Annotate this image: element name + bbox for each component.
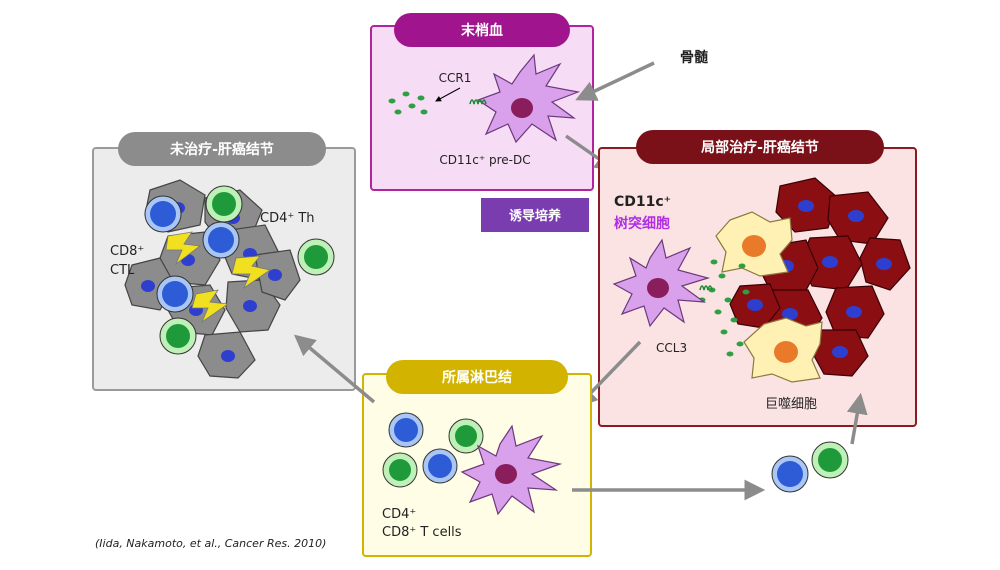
ccr1-arrow bbox=[435, 87, 461, 102]
ccr1-label: CCR1 bbox=[439, 71, 472, 85]
induction-box: 诱导培养 bbox=[481, 198, 589, 232]
dendritic-cell bbox=[612, 238, 713, 328]
cd8-label-line1: CD8⁺ bbox=[110, 244, 144, 259]
lightning-icon bbox=[165, 231, 271, 324]
pre-dc-cell bbox=[469, 53, 581, 144]
t-cells-blue bbox=[144, 195, 240, 313]
local-treatment-panel: 局部治疗-肝癌结节 CD11c⁺ 树突细胞 bbox=[598, 130, 917, 427]
lymph-panel-title: 所属淋巴结 bbox=[442, 369, 512, 386]
chemokine-dots bbox=[388, 91, 428, 115]
local-panel-title: 局部治疗-肝癌结节 bbox=[701, 139, 819, 156]
macrophage-label: 巨噬细胞 bbox=[765, 397, 817, 412]
tcells-to-local-arrow bbox=[846, 392, 868, 445]
cd4-label: CD4⁺ Th bbox=[260, 211, 315, 226]
lymph-node-panel: 所属淋巴结 CD4⁺ CD8⁺ T cells bbox=[362, 360, 592, 557]
migrating-t-cells bbox=[771, 441, 849, 493]
induction-label: 诱导培养 bbox=[509, 208, 562, 224]
tumor-nuclei-red bbox=[747, 200, 892, 358]
ccl3-label: CCL3 bbox=[656, 341, 687, 355]
lymph-dendritic-cell bbox=[460, 424, 563, 516]
untreated-panel: 未治疗-肝癌结节 bbox=[92, 132, 356, 391]
blood-panel-title: 末梢血 bbox=[461, 22, 503, 39]
dc-label-line1: CD11c⁺ bbox=[614, 194, 671, 210]
citation: (Iida, Nakamoto, et al., Cancer Res. 201… bbox=[95, 537, 326, 550]
t-cells-green bbox=[159, 185, 335, 355]
lymph-to-untreated-arrow bbox=[293, 334, 376, 404]
bone-marrow-arrow bbox=[575, 61, 655, 101]
lymph-t-cells bbox=[382, 412, 484, 488]
blood-panel: 末梢血 CCR1 CD11c⁺ pre-DC bbox=[370, 13, 594, 191]
lymph-label-line2: CD8⁺ T cells bbox=[382, 525, 462, 540]
pre-dc-label: CD11c⁺ pre-DC bbox=[439, 153, 530, 167]
untreated-panel-title: 未治疗-肝癌结节 bbox=[170, 141, 274, 158]
macrophages bbox=[715, 211, 823, 383]
lymph-label-line1: CD4⁺ bbox=[382, 507, 416, 522]
bone-marrow-label: 骨髄 bbox=[680, 49, 709, 66]
dc-label-line2: 树突细胞 bbox=[614, 215, 670, 232]
cd8-label-line2: CTL bbox=[110, 263, 135, 278]
